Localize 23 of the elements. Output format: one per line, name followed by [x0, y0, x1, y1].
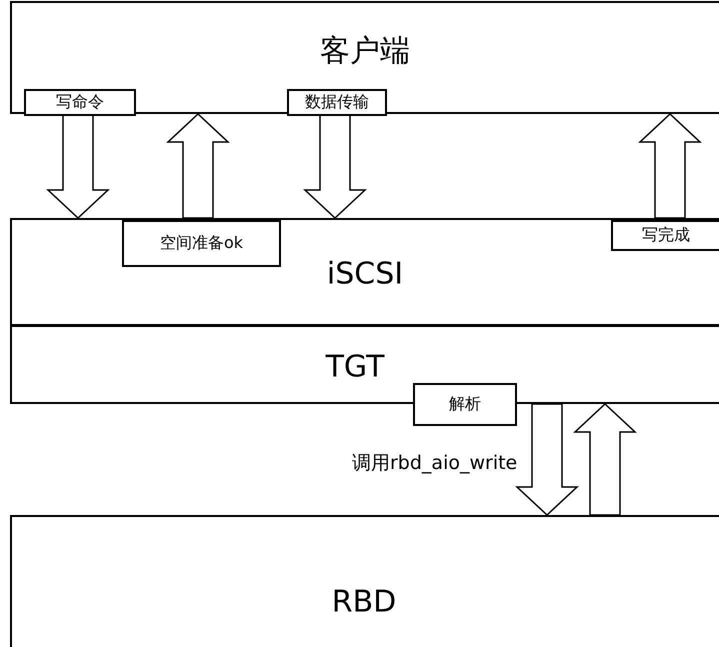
tag-label: 空间准备ok [160, 233, 244, 254]
block-arrow [515, 403, 579, 516]
tag-label: 写命令 [56, 92, 104, 113]
block-arrow [573, 402, 637, 516]
layer-label: iSCSI [326, 256, 404, 292]
tag-label: 写完成 [642, 225, 690, 246]
tag-box [611, 220, 719, 251]
block-arrow [166, 112, 230, 219]
tag-box [413, 383, 517, 426]
tag-box [287, 89, 387, 116]
tag-box [122, 220, 281, 267]
block-arrow [46, 113, 110, 220]
layer-box [10, 218, 719, 326]
block-arrow [303, 113, 367, 220]
tag-label: 解析 [449, 394, 481, 415]
layer-label: TGT [326, 350, 384, 384]
tag-box [24, 89, 136, 116]
layer-box [10, 1, 719, 114]
tag-label: 数据传输 [305, 92, 369, 113]
layer-box [10, 515, 719, 647]
layer-label: 客户端 [320, 32, 410, 70]
layer-label: RBD [332, 584, 396, 620]
block-arrow [638, 112, 702, 219]
